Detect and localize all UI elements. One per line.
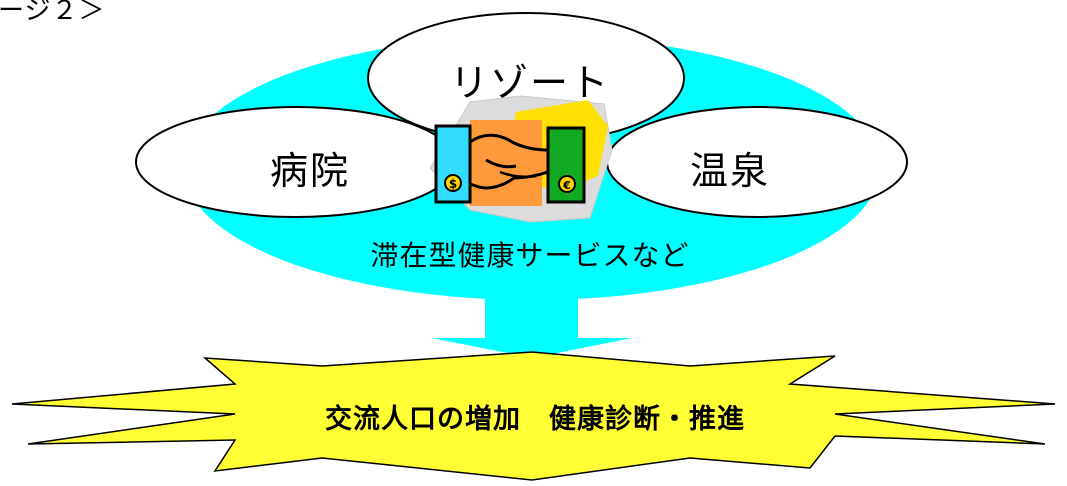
hospital-label: 病院: [269, 149, 350, 193]
down-arrow-icon: [432, 292, 632, 358]
title-fragment-text: ージ２＞: [0, 0, 106, 26]
result-label: 交流人口の増加 健康診断・推進: [325, 404, 745, 435]
stay-service-label: 滞在型健康サービスなど: [370, 239, 690, 272]
svg-text:$: $: [449, 177, 457, 191]
svg-text:€: €: [562, 179, 571, 192]
starburst-icon: [11, 351, 1056, 481]
handshake-money-icon: $ €: [429, 95, 613, 223]
resort-label: リゾート: [449, 61, 610, 105]
onsen-label: 温泉: [689, 149, 770, 193]
